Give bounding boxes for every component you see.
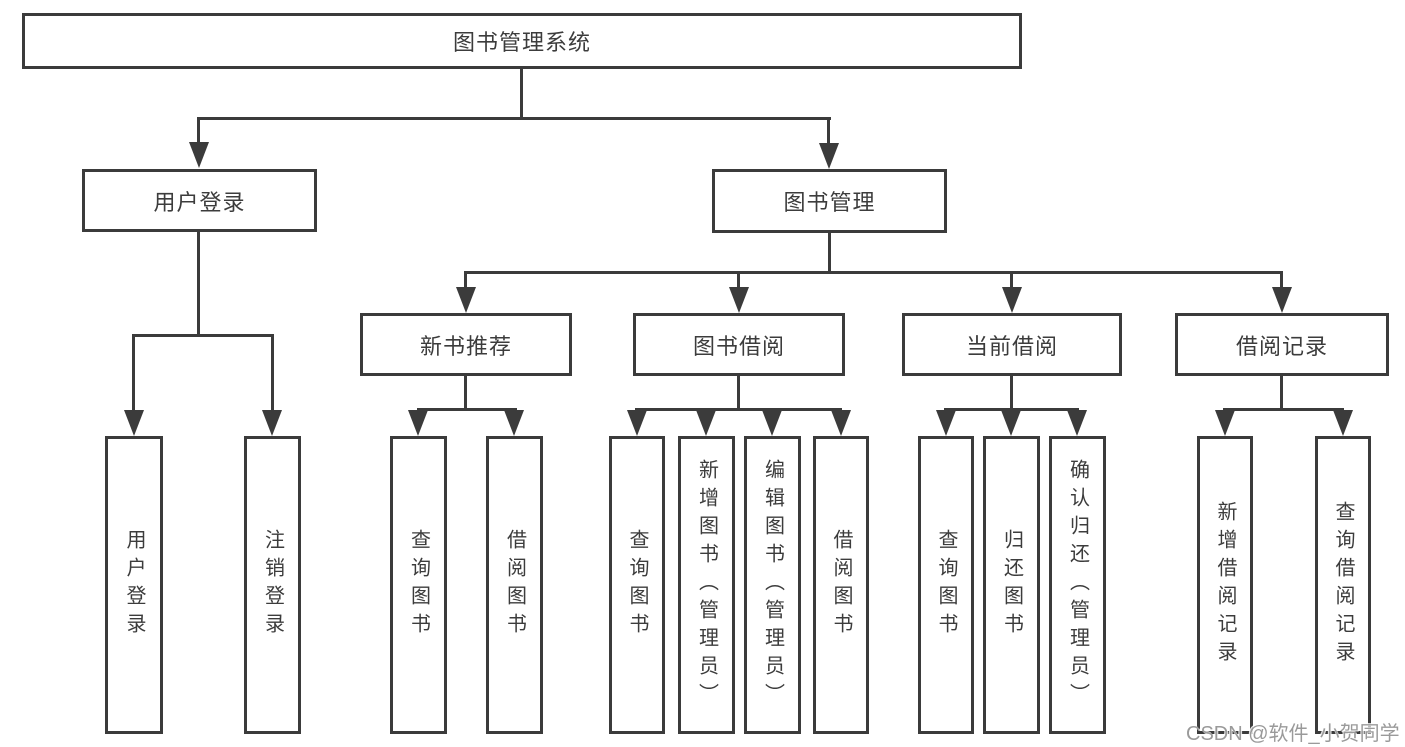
connector-currentborrow-trunk: [1010, 376, 1013, 409]
node-borrow-records: 借阅记录: [1175, 313, 1389, 376]
leaf-add-books-admin: 新增图书（管理员）: [678, 436, 735, 734]
node-current-borrow-label: 当前借阅: [965, 333, 1058, 359]
connector-records-bar: [1223, 408, 1344, 411]
leaf-label: 新增借阅记录: [1214, 501, 1236, 669]
node-book-management: 图书管理: [712, 169, 947, 233]
leaf-confirm-return-admin: 确认归还（管理员）: [1049, 436, 1106, 734]
leaf-label: 查询图书: [626, 529, 648, 641]
connector-newbook-trunk: [464, 376, 467, 409]
connector-stem: [737, 272, 740, 289]
leaf-label: 借阅图书: [830, 529, 852, 641]
leaf-logout: 注销登录: [244, 436, 301, 734]
leaf-borrow-books: 借阅图书: [813, 436, 869, 734]
node-user-login-label: 用户登录: [153, 189, 246, 215]
leaf-label: 编辑图书（管理员）: [761, 459, 784, 711]
arrowhead-down-icon: [504, 410, 524, 436]
node-root: 图书管理系统: [22, 13, 1022, 69]
leaf-label: 确认归还（管理员）: [1066, 459, 1089, 711]
node-borrow-records-label: 借阅记录: [1235, 333, 1328, 359]
node-book-management-label: 图书管理: [783, 190, 876, 215]
leaf-query-books-newbook: 查询图书: [390, 436, 447, 734]
connector-records-trunk: [1280, 376, 1283, 409]
arrowhead-down-icon: [1215, 410, 1235, 436]
node-book-borrow-label: 图书借阅: [692, 333, 785, 359]
node-book-borrow: 图书借阅: [633, 313, 845, 376]
leaf-label: 借阅图书: [503, 529, 526, 641]
connector-stem: [132, 335, 135, 411]
connector-stem: [464, 272, 467, 289]
connector-root-trunk: [520, 69, 523, 119]
arrowhead-down-icon: [1002, 287, 1022, 313]
arrowhead-down-icon: [408, 410, 428, 436]
leaf-add-borrow-record: 新增借阅记录: [1197, 436, 1253, 734]
leaf-label: 查询图书: [935, 529, 957, 641]
arrowhead-down-icon: [1272, 287, 1292, 313]
connector-user-login-trunk: [197, 232, 200, 336]
leaf-label: 查询借阅记录: [1332, 501, 1354, 669]
arrowhead-down-icon: [819, 143, 839, 169]
leaf-edit-books-admin: 编辑图书（管理员）: [744, 436, 801, 734]
connector-stem: [1010, 272, 1013, 289]
leaf-label: 注销登录: [261, 529, 284, 641]
arrowhead-down-icon: [262, 410, 282, 436]
leaf-label: 查询图书: [407, 529, 430, 641]
node-new-book-recommend: 新书推荐: [360, 313, 572, 376]
leaf-query-books-borrow: 查询图书: [609, 436, 665, 734]
leaf-return-books: 归还图书: [983, 436, 1040, 734]
leaf-query-borrow-record: 查询借阅记录: [1315, 436, 1371, 734]
connector-book-mgmt-trunk: [828, 233, 831, 273]
arrowhead-down-icon: [936, 410, 956, 436]
connector-bookborrow-trunk: [737, 376, 740, 409]
arrowhead-down-icon: [124, 410, 144, 436]
leaf-label: 用户登录: [123, 529, 145, 641]
connector-stem: [827, 118, 830, 144]
leaf-label: 归还图书: [1000, 529, 1023, 641]
arrowhead-down-icon: [831, 410, 851, 436]
leaf-label: 新增图书（管理员）: [695, 459, 718, 711]
node-user-login: 用户登录: [82, 169, 317, 232]
connector-stem: [271, 335, 274, 411]
node-new-book-recommend-label: 新书推荐: [419, 333, 512, 359]
connector-user-login-bar: [132, 334, 274, 337]
arrowhead-down-icon: [1067, 410, 1087, 436]
connector-level3-bar: [464, 271, 1283, 274]
arrowhead-down-icon: [729, 287, 749, 313]
node-root-label: 图书管理系统: [452, 30, 591, 55]
arrowhead-down-icon: [696, 410, 716, 436]
csdn-watermark: CSDN @软件_小贺同学: [1186, 723, 1400, 745]
leaf-query-books-current: 查询图书: [918, 436, 974, 734]
connector-level2-bar: [197, 117, 831, 120]
connector-stem: [197, 118, 200, 144]
leaf-user-login: 用户登录: [105, 436, 163, 734]
node-current-borrow: 当前借阅: [902, 313, 1122, 376]
leaf-borrow-books-newbook: 借阅图书: [486, 436, 543, 734]
connector-newbook-bar: [417, 408, 517, 411]
arrowhead-down-icon: [1001, 410, 1021, 436]
arrowhead-down-icon: [456, 287, 476, 313]
connector-stem: [1280, 272, 1283, 289]
arrowhead-down-icon: [1333, 410, 1353, 436]
arrowhead-down-icon: [627, 410, 647, 436]
connector-currentborrow-bar: [944, 408, 1079, 411]
arrowhead-down-icon: [189, 142, 209, 168]
arrowhead-down-icon: [762, 410, 782, 436]
connector-bookborrow-bar: [635, 408, 842, 411]
